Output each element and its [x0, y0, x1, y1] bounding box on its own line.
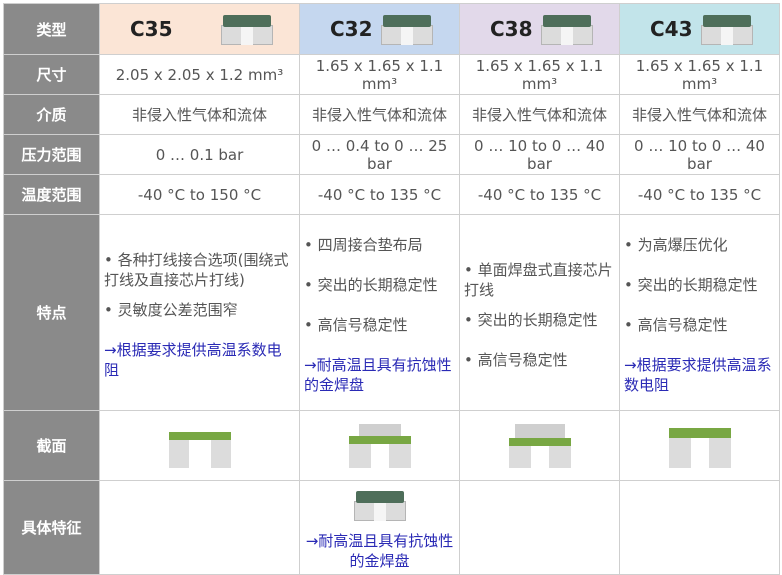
- feature-item: • 高信号稳定性: [624, 315, 728, 334]
- feature-item: • 各种打线接合选项(围绕式打线及直接芯片打线): [104, 250, 289, 289]
- specific-c32: →耐高温且具有抗蚀性的金焊盘: [299, 480, 460, 575]
- specific-c43: [619, 480, 780, 575]
- cross-section-c32: [299, 410, 460, 481]
- cross-section-diagram: [345, 423, 415, 468]
- type-label: 类型: [3, 3, 100, 55]
- temperature-c43: -40 °C to 135 °C: [619, 174, 780, 215]
- specific-c35: [99, 480, 300, 575]
- sensor-chip-image: [381, 13, 433, 45]
- temperature-c38: -40 °C to 135 °C: [459, 174, 620, 215]
- temperature-row: 温度范围 -40 °C to 150 °C -40 °C to 135 °C -…: [3, 174, 780, 215]
- specific-features-label: 具体特征: [3, 480, 100, 575]
- specific-c38: [459, 480, 620, 575]
- size-c43: 1.65 x 1.65 x 1.1 mm³: [619, 54, 780, 95]
- features-row: 特点 • 各种打线接合选项(围绕式打线及直接芯片打线) • 灵敏度公差范围窄 →…: [3, 214, 780, 411]
- header-c38: C38: [459, 3, 620, 55]
- size-c38: 1.65 x 1.65 x 1.1 mm³: [459, 54, 620, 95]
- feature-item: • 突出的长期稳定性: [624, 275, 758, 294]
- specific-note: →耐高温且具有抗蚀性的金焊盘: [305, 532, 454, 570]
- specific-features-row: 具体特征 →耐高温且具有抗蚀性的金焊盘: [3, 480, 780, 575]
- cross-section-label: 截面: [3, 410, 100, 481]
- size-c32: 1.65 x 1.65 x 1.1 mm³: [299, 54, 460, 95]
- medium-c38: 非侵入性气体和流体: [459, 94, 620, 135]
- feature-note: →根据要求提供高温系数电阻: [624, 355, 772, 394]
- product-name-c38: C38: [490, 17, 533, 41]
- features-label: 特点: [3, 214, 100, 411]
- product-name-c32: C32: [330, 17, 373, 41]
- temperature-c35: -40 °C to 150 °C: [99, 174, 300, 215]
- cross-section-c43: [619, 410, 780, 481]
- pressure-c35: 0 … 0.1 bar: [99, 134, 300, 175]
- size-row: 尺寸 2.05 x 2.05 x 1.2 mm³ 1.65 x 1.65 x 1…: [3, 54, 780, 95]
- feature-item: • 高信号稳定性: [304, 315, 408, 334]
- medium-row: 介质 非侵入性气体和流体 非侵入性气体和流体 非侵入性气体和流体 非侵入性气体和…: [3, 94, 780, 135]
- features-c35: • 各种打线接合选项(围绕式打线及直接芯片打线) • 灵敏度公差范围窄 →根据要…: [99, 214, 300, 411]
- product-name-c43: C43: [650, 17, 693, 41]
- sensor-chip-image: [221, 13, 273, 45]
- pressure-c32: 0 … 0.4 to 0 … 25 bar: [299, 134, 460, 175]
- feature-item: • 为高爆压优化: [624, 235, 728, 254]
- header-c32: C32: [299, 3, 460, 55]
- feature-item: • 灵敏度公差范围窄: [104, 300, 238, 319]
- feature-item: • 高信号稳定性: [464, 350, 568, 369]
- header-row: 类型 C35 C32 C38 C43: [3, 3, 780, 55]
- pressure-label: 压力范围: [3, 134, 100, 175]
- features-c32: • 四周接合垫布局 • 突出的长期稳定性 • 高信号稳定性 →耐高温且具有抗蚀性…: [299, 214, 460, 411]
- feature-item: • 四周接合垫布局: [304, 235, 423, 254]
- temperature-label: 温度范围: [3, 174, 100, 215]
- cross-section-diagram: [165, 424, 235, 468]
- cross-section-c35: [99, 410, 300, 481]
- sensor-chip-image: [353, 489, 406, 521]
- size-c35: 2.05 x 2.05 x 1.2 mm³: [99, 54, 300, 95]
- header-c43: C43: [619, 3, 780, 55]
- sensor-chip-image: [541, 13, 593, 45]
- header-c35: C35: [99, 3, 300, 55]
- cross-section-diagram: [505, 423, 575, 468]
- medium-label: 介质: [3, 94, 100, 135]
- temperature-c32: -40 °C to 135 °C: [299, 174, 460, 215]
- feature-note: →耐高温且具有抗蚀性的金焊盘: [304, 355, 452, 394]
- features-c38: • 单面焊盘式直接芯片打线 • 突出的长期稳定性 • 高信号稳定性: [459, 214, 620, 411]
- pressure-c43: 0 … 10 to 0 … 40 bar: [619, 134, 780, 175]
- sensor-chip-image: [701, 13, 753, 45]
- feature-note: →根据要求提供高温系数电阻: [104, 340, 282, 379]
- pressure-row: 压力范围 0 … 0.1 bar 0 … 0.4 to 0 … 25 bar 0…: [3, 134, 780, 175]
- feature-item: • 突出的长期稳定性: [304, 275, 438, 294]
- product-name-c35: C35: [130, 17, 173, 41]
- size-label: 尺寸: [3, 54, 100, 95]
- sensor-spec-table: 类型 C35 C32 C38 C43 尺寸 2.05 x 2.05 x 1.2 …: [3, 3, 780, 575]
- pressure-c38: 0 … 10 to 0 … 40 bar: [459, 134, 620, 175]
- features-c43: • 为高爆压优化 • 突出的长期稳定性 • 高信号稳定性 →根据要求提供高温系数…: [619, 214, 780, 411]
- medium-c43: 非侵入性气体和流体: [619, 94, 780, 135]
- cross-section-diagram: [665, 424, 735, 468]
- cross-section-row: 截面: [3, 410, 780, 481]
- feature-item: • 单面焊盘式直接芯片打线: [464, 260, 613, 299]
- cross-section-c38: [459, 410, 620, 481]
- medium-c32: 非侵入性气体和流体: [299, 94, 460, 135]
- medium-c35: 非侵入性气体和流体: [99, 94, 300, 135]
- feature-item: • 突出的长期稳定性: [464, 310, 598, 329]
